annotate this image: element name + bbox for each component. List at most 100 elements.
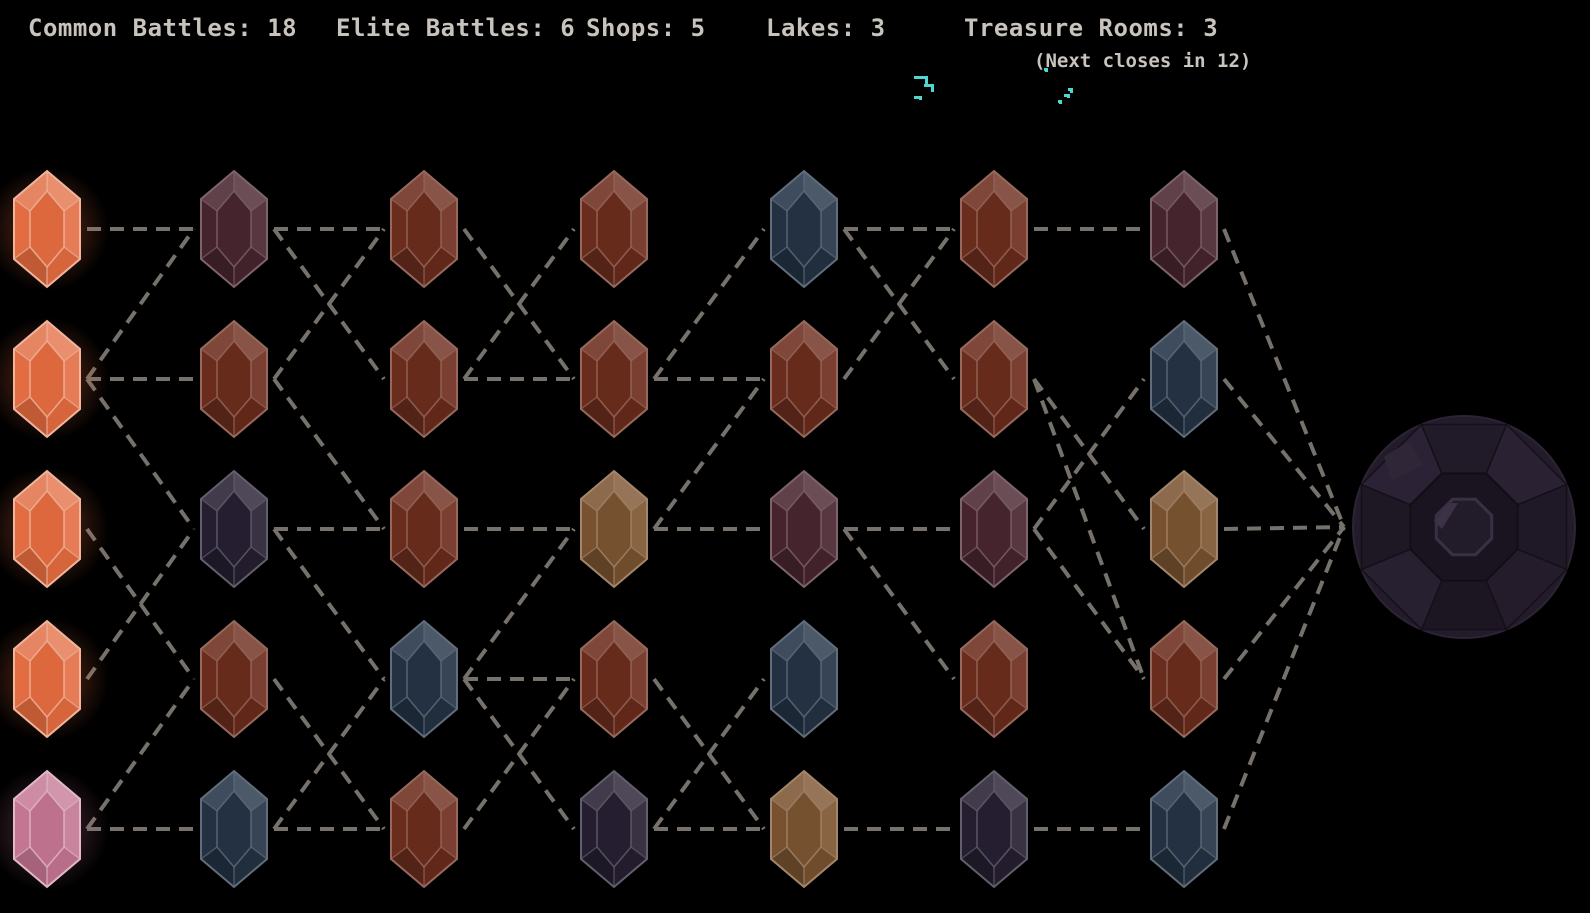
gem-edge xyxy=(440,246,458,260)
gem-edge xyxy=(390,246,408,260)
elite-battles-value: 6 xyxy=(560,14,576,42)
map-node-active[interactable] xyxy=(0,617,109,741)
map-node-battle[interactable] xyxy=(960,319,1028,439)
map-node-elite[interactable] xyxy=(770,469,838,589)
path-line xyxy=(1032,377,1146,531)
map-node-shop[interactable] xyxy=(1150,469,1218,589)
gem-edge xyxy=(1200,648,1218,662)
gem-edge xyxy=(770,198,788,212)
gem-face xyxy=(407,491,441,567)
gem-face xyxy=(597,491,631,567)
gem-edge xyxy=(63,546,81,560)
map-node-battle[interactable] xyxy=(580,319,648,439)
gem-facet xyxy=(994,547,1027,587)
map-node-battle[interactable] xyxy=(580,619,648,739)
gem-facet xyxy=(14,397,47,437)
gem-facet xyxy=(994,471,1027,511)
gem-edge xyxy=(960,798,978,812)
map-node-battle[interactable] xyxy=(390,169,458,289)
gem-facet xyxy=(14,499,30,559)
map-node-battle[interactable] xyxy=(200,319,268,439)
gem-face xyxy=(217,791,251,867)
map-node-battle[interactable] xyxy=(580,169,648,289)
gem-edge xyxy=(200,498,218,512)
gem-facet xyxy=(234,697,267,737)
boss-node[interactable] xyxy=(1352,415,1576,639)
map-node-battle[interactable] xyxy=(1150,619,1218,739)
gem-edge xyxy=(630,546,648,560)
map-node-treasure[interactable] xyxy=(960,769,1028,889)
map-node-shop[interactable] xyxy=(770,769,838,889)
map-node-treasure[interactable] xyxy=(200,469,268,589)
map-node-battle[interactable] xyxy=(960,619,1028,739)
gem-face xyxy=(597,791,631,867)
map-node-elite[interactable] xyxy=(200,169,268,289)
map-node-active[interactable] xyxy=(0,167,109,291)
map-node-lake[interactable] xyxy=(200,769,268,889)
gem-facet xyxy=(1201,649,1217,709)
gem-facet xyxy=(47,171,80,211)
map-node-treasure[interactable] xyxy=(580,769,648,889)
map-node-battle[interactable] xyxy=(770,319,838,439)
gem-edge xyxy=(63,396,81,410)
gem-facet xyxy=(251,799,267,859)
gem-face xyxy=(977,191,1011,267)
gem-facet xyxy=(581,247,614,287)
gem-facet xyxy=(581,499,597,559)
gem-face xyxy=(217,491,251,567)
gem-edge xyxy=(820,348,838,362)
gem-facet xyxy=(201,697,234,737)
gem-edge xyxy=(1010,846,1028,860)
gem-facet xyxy=(201,199,217,259)
shops-value: 5 xyxy=(690,14,706,42)
gem-facet xyxy=(771,697,804,737)
gem-edge xyxy=(250,246,268,260)
gem-facet xyxy=(1184,171,1217,211)
gem-edge xyxy=(770,798,788,812)
gem-face xyxy=(977,791,1011,867)
gem-edge xyxy=(770,648,788,662)
gem-edge xyxy=(770,696,788,710)
map-node-battle[interactable] xyxy=(390,769,458,889)
gem-edge xyxy=(13,246,31,260)
map-node-shop[interactable] xyxy=(580,469,648,589)
map-node-elite[interactable] xyxy=(1150,169,1218,289)
gem-edge xyxy=(1010,198,1028,212)
map-node-battle[interactable] xyxy=(200,619,268,739)
gem-facet xyxy=(47,547,80,587)
gem-face xyxy=(1167,791,1201,867)
gem-facet xyxy=(771,247,804,287)
gem-facet xyxy=(961,471,994,511)
map-node-elite[interactable] xyxy=(960,469,1028,589)
gem-facet xyxy=(201,621,234,661)
map-node-active[interactable] xyxy=(0,467,109,591)
map-node-lake[interactable] xyxy=(1150,769,1218,889)
gem-edge xyxy=(580,798,598,812)
gem-face xyxy=(597,341,631,417)
gem-facet xyxy=(64,649,80,709)
gem-facet xyxy=(961,547,994,587)
map-node-lake[interactable] xyxy=(770,169,838,289)
sparkle xyxy=(931,84,934,92)
gem-edge xyxy=(440,198,458,212)
map-node-active[interactable] xyxy=(0,317,109,441)
gem-edge xyxy=(580,396,598,410)
map-node-battle[interactable] xyxy=(390,469,458,589)
gem-facet xyxy=(771,499,787,559)
gem-facet xyxy=(64,199,80,259)
treasure-rooms-label: Treasure Rooms: xyxy=(964,14,1189,42)
map-node-battle[interactable] xyxy=(390,319,458,439)
gem-edge xyxy=(1200,846,1218,860)
sparkle xyxy=(914,76,928,79)
next-closes-notice: (Next closes in 12) xyxy=(1034,50,1252,72)
map-node-lake[interactable] xyxy=(390,619,458,739)
map-node-lake[interactable] xyxy=(770,619,838,739)
map-node-lake[interactable] xyxy=(1150,319,1218,439)
gem-edge xyxy=(63,648,81,662)
gem-face xyxy=(977,641,1011,717)
map-node-battle[interactable] xyxy=(960,169,1028,289)
gem-edge xyxy=(580,246,598,260)
map-node-active_special[interactable] xyxy=(0,767,109,891)
gem-facet xyxy=(961,321,994,361)
gem-facet xyxy=(424,697,457,737)
